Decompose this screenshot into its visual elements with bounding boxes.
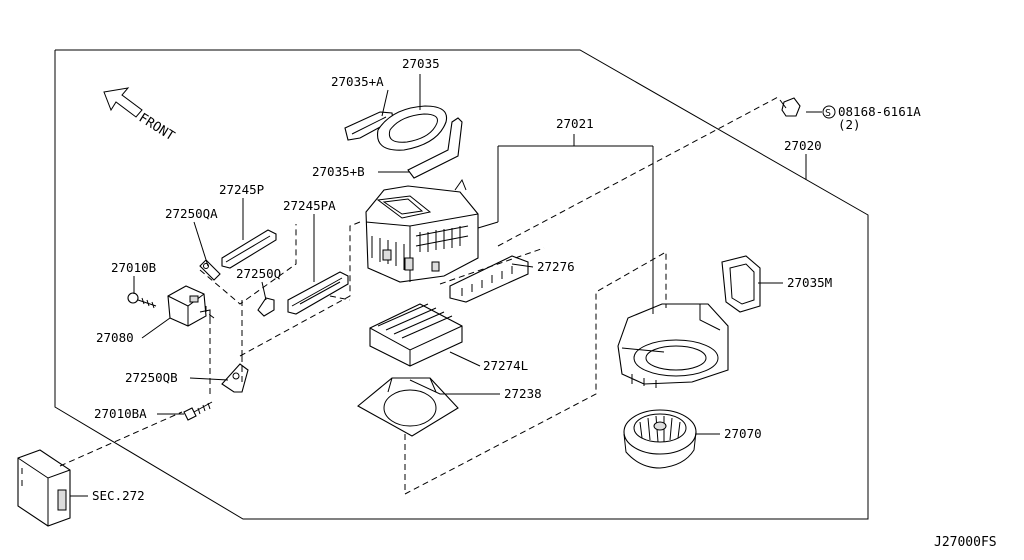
label-08168: 08168-6161A: [838, 104, 921, 119]
part-27250q-clip: [257, 297, 275, 317]
footer-code: J27000FS: [934, 535, 997, 550]
front-arrow-icon: [103, 87, 143, 118]
label-27070: 27070: [724, 426, 762, 441]
part-27035m-gasket: [721, 255, 761, 313]
label-27035b: 27035+B: [312, 164, 365, 179]
label-27238: 27238: [504, 386, 542, 401]
part-27021-housing: [365, 178, 479, 283]
assembly-boundary: [54, 49, 869, 520]
label-27020: 27020: [784, 138, 822, 153]
label-27250qb: 27250QB: [125, 370, 178, 385]
part-27080-actuator: [167, 285, 211, 327]
part-27250qa-link: [199, 259, 221, 281]
label-27035a: 27035+A: [331, 74, 384, 89]
label-27080: 27080: [96, 330, 134, 345]
part-27010b-screw: [127, 292, 157, 309]
label-27010ba: 27010BA: [94, 406, 147, 421]
part-27250qb-lever: [221, 363, 249, 393]
part-27035b-seal: [407, 117, 463, 179]
front-label: FRONT: [136, 111, 177, 145]
part-27238-seal-plate: [357, 377, 459, 437]
s-symbol-icon: [822, 105, 836, 119]
label-08168-symbol: S: [825, 108, 831, 119]
part-sec272-module: [17, 449, 71, 527]
part-27010ba-screw: [183, 401, 213, 421]
label-27250qa: 27250QA: [165, 206, 218, 221]
part-27274l-filter: [369, 303, 463, 367]
label-27035m: 27035M: [787, 275, 832, 290]
part-08168-bolt: [779, 97, 801, 117]
label-sec272: SEC.272: [92, 488, 145, 503]
label-27010b: 27010B: [111, 260, 156, 275]
part-27020-blower-case: [617, 303, 729, 388]
part-27276-cover: [449, 255, 529, 303]
label-27245p: 27245P: [219, 182, 264, 197]
label-27035: 27035: [402, 56, 440, 71]
part-27035-gasket: [376, 105, 448, 151]
leader-lines: [70, 74, 822, 497]
part-27245p-rod: [221, 229, 277, 269]
label-27250q: 27250Q: [236, 266, 281, 281]
label-27245pa: 27245PA: [283, 198, 336, 213]
part-27245pa-rod: [287, 271, 349, 315]
label-08168-qty: (2): [838, 117, 861, 132]
label-27021: 27021: [556, 116, 594, 131]
label-27274l: 27274L: [483, 358, 528, 373]
dashed-assembly-lines: [59, 95, 781, 495]
label-27276: 27276: [537, 259, 575, 274]
part-27070-blower-motor: [623, 409, 697, 469]
